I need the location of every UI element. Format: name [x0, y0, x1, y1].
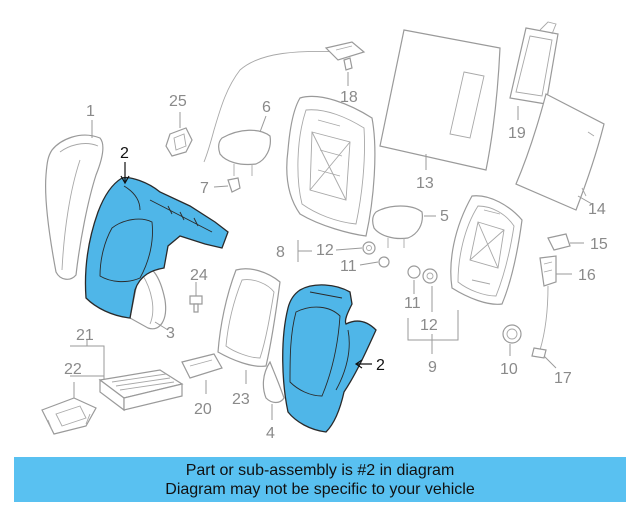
callout-23: 23 — [232, 391, 250, 408]
seat-back-frame-right — [450, 195, 523, 305]
callout-3: 3 — [166, 325, 175, 342]
callout-25: 25 — [169, 93, 187, 110]
part-1-side-bolster — [45, 134, 104, 280]
callout-10: 10 — [500, 361, 518, 378]
part-15-bracket — [547, 233, 571, 251]
callout-12-upper: 12 — [316, 242, 334, 259]
banner-line-1: Part or sub-assembly is #2 in diagram — [185, 462, 455, 479]
part-11-nut-lower — [407, 265, 421, 279]
callout-16: 16 — [578, 267, 596, 284]
part-23-frame — [217, 268, 281, 367]
callout-19: 19 — [508, 125, 526, 142]
info-banner: Part or sub-assembly is #2 in diagram Di… — [14, 457, 626, 502]
part-5-pad — [372, 205, 423, 248]
callout-12-lower: 12 — [420, 317, 438, 334]
part-12-bushing-lower — [422, 268, 438, 284]
callout-11-upper: 11 — [340, 258, 357, 275]
part-2-seat-back-pad-left — [84, 176, 229, 319]
part-6-headrest — [218, 129, 271, 176]
part-14-board — [515, 93, 605, 211]
part-2-seat-back-pad-right — [282, 284, 377, 433]
callout-6: 6 — [262, 99, 271, 116]
callout-15: 15 — [590, 236, 608, 253]
callout-11-lower: 11 — [404, 295, 421, 312]
part-13-panel — [379, 29, 501, 171]
part-17-cable-end — [531, 347, 547, 359]
part-10-cap — [502, 324, 522, 344]
callout-1: 1 — [86, 103, 95, 120]
part-18-latch — [324, 41, 366, 71]
callout-21: 21 — [76, 327, 94, 344]
callout-18: 18 — [340, 89, 358, 106]
part-24-pin — [189, 295, 203, 313]
callout-4: 4 — [266, 425, 275, 442]
part-4-cover — [262, 360, 285, 404]
callout-22: 22 — [64, 361, 82, 378]
part-25-bracket — [165, 127, 193, 157]
callout-17: 17 — [554, 370, 572, 387]
callout-9: 9 — [428, 359, 437, 376]
part-16-latch — [539, 255, 557, 287]
callout-8: 8 — [276, 244, 285, 261]
callout-7: 7 — [200, 180, 209, 197]
callout-24: 24 — [190, 267, 208, 284]
callout-2-right: 2 — [376, 357, 385, 374]
banner-line-2: Diagram may not be specific to your vehi… — [165, 481, 475, 498]
callout-2-top: 2 — [120, 145, 129, 162]
part-21-tray — [98, 369, 184, 412]
part-20-bezel — [181, 353, 223, 379]
callout-14: 14 — [588, 201, 606, 218]
part-12-bushing-upper — [362, 241, 376, 255]
callout-13: 13 — [416, 175, 434, 192]
part-7-clip — [227, 177, 241, 193]
part-19-frame — [509, 21, 559, 105]
part-22-housing — [41, 397, 97, 435]
seat-back-frame — [286, 95, 376, 237]
callout-20: 20 — [194, 401, 212, 418]
callout-5: 5 — [440, 208, 449, 225]
part-11-nut-upper — [378, 256, 390, 268]
